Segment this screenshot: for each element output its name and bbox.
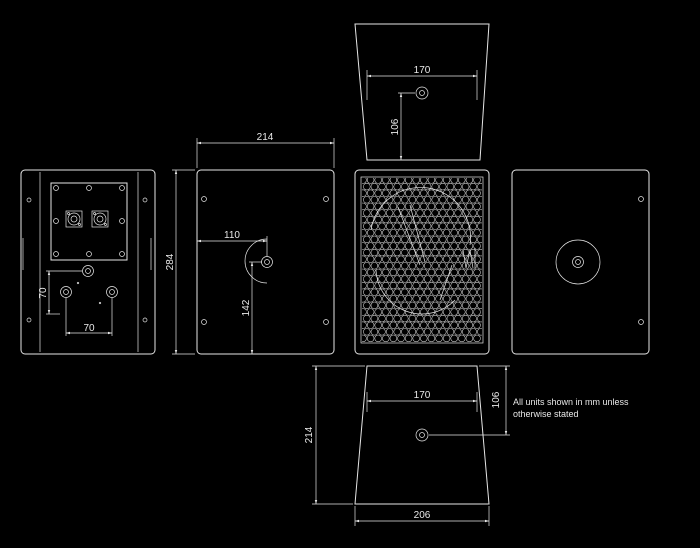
speakon-connector-icon bbox=[65, 210, 83, 228]
dim-bottom-height: 214 bbox=[304, 426, 315, 443]
dim-top-depth: 106 bbox=[390, 118, 401, 135]
dim-bottom-width: 170 bbox=[414, 390, 431, 401]
connector-plate bbox=[50, 182, 128, 261]
side-view bbox=[172, 138, 335, 355]
rear-view bbox=[20, 169, 156, 355]
bottom-view bbox=[312, 365, 510, 526]
dim-top-width: 170 bbox=[414, 65, 431, 76]
units-note-line2: otherwise stated bbox=[513, 409, 579, 419]
front-view bbox=[354, 169, 490, 355]
dim-height: 284 bbox=[165, 253, 176, 270]
dim-back-mount-y: 70 bbox=[38, 287, 49, 299]
grille-mesh bbox=[362, 178, 482, 342]
speakon-connector-icon bbox=[91, 210, 109, 228]
dim-bottom-base: 206 bbox=[414, 510, 431, 521]
units-note-line1: All units shown in mm unless bbox=[513, 397, 629, 407]
top-view bbox=[354, 23, 490, 161]
dim-driver-offset-x: 110 bbox=[224, 230, 240, 241]
logo-icon bbox=[462, 248, 476, 269]
dim-driver-offset-y: 142 bbox=[241, 299, 252, 316]
dim-bottom-depth: 106 bbox=[491, 391, 502, 408]
driver-outline bbox=[370, 187, 471, 315]
mounting-points bbox=[60, 265, 118, 305]
dim-back-mount-x: 70 bbox=[83, 323, 95, 334]
right-side-view bbox=[511, 169, 650, 355]
dim-side-width: 214 bbox=[257, 132, 274, 143]
